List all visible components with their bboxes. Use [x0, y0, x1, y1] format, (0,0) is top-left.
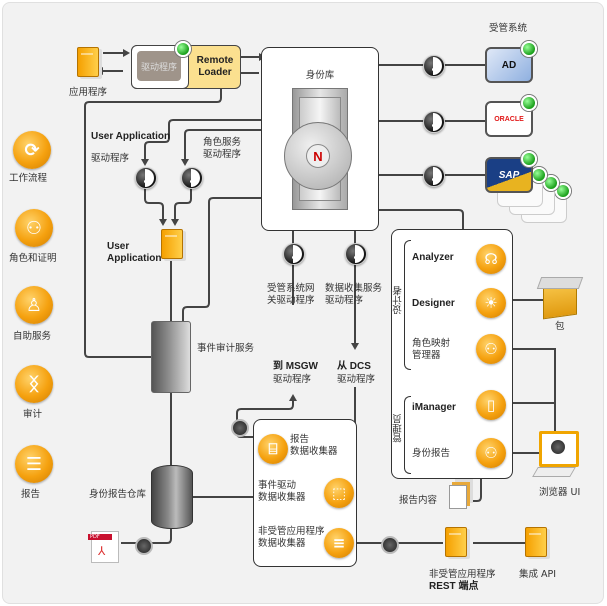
to-msgw-label-en: 到 MSGW	[273, 361, 318, 372]
analyzer-label: Analyzer	[412, 252, 454, 263]
identity-vault-label: 身份库	[305, 70, 335, 81]
admins-group-label: 管理员	[393, 414, 404, 443]
dcs-driver-label: 数据收集服务 驱动程序	[325, 283, 383, 306]
self-service-person-icon[interactable]: ♙	[15, 286, 53, 324]
application-book-icon	[77, 47, 99, 77]
non-managed-collector-label: 非受管应用程序 数据收集器	[258, 526, 325, 549]
role-driver-yinyang-icon[interactable]	[181, 167, 203, 189]
report-document-icon[interactable]: ☰	[15, 445, 53, 483]
managed-systems-title: 受管系统	[489, 23, 528, 34]
workflow-cycle-icon[interactable]: ⟳	[13, 131, 51, 169]
wire-vault-to-role-driver	[184, 129, 261, 161]
driver-label: 驱动程序	[137, 51, 181, 81]
driver-yinyang-icon[interactable]	[423, 55, 445, 77]
vault-wheel-icon: N	[284, 122, 352, 190]
schedule-clock-icon	[135, 537, 153, 555]
status-led	[521, 95, 537, 111]
reporting-warehouse-label: 身份报告仓库	[89, 489, 147, 500]
connector-lines	[84, 49, 556, 544]
status-led	[521, 151, 537, 167]
keyboard-icon	[532, 467, 576, 477]
roles-label: 角色和证明	[9, 253, 57, 264]
wire-loader-to-audit	[84, 87, 222, 358]
from-dcs-label-cn: 驱动程序	[337, 374, 376, 385]
driver-yinyang-icon[interactable]	[423, 165, 445, 187]
status-led	[521, 41, 537, 57]
self-service-label: 自助服务	[13, 331, 52, 342]
report-label: 报告	[21, 489, 41, 500]
status-led	[555, 183, 571, 199]
workflow-label: 工作流程	[9, 173, 48, 184]
integration-api-book-icon	[525, 527, 547, 557]
package-label: 包	[555, 321, 565, 332]
tools-box: 设计者 管理员 Analyzer ☊ Designer ☀ 角色映射 管理器 ⚇…	[391, 229, 513, 479]
user-application-label: User Application	[107, 241, 162, 264]
ua-driver-yinyang-icon[interactable]	[135, 167, 157, 189]
roles-people-icon[interactable]: ⚇	[15, 209, 53, 247]
reporting-collector-label: 报告 数据收集器	[290, 434, 338, 457]
event-audit-server-icon	[151, 321, 191, 393]
report-content-documents-icon	[449, 485, 467, 509]
event-driven-collector-icon[interactable]: ⬚	[324, 478, 354, 508]
identity-reporting-icon[interactable]: ⚇	[476, 438, 506, 468]
schedule-clock-icon	[381, 536, 399, 554]
designer-label: Designer	[412, 298, 455, 309]
role-service-driver-label: 角色服务 驱动程序	[203, 137, 242, 160]
role-mapping-icon[interactable]: ⚇	[476, 334, 506, 364]
designers-bracket	[404, 240, 411, 370]
msgw-driver-label: 受管系统网 关驱动程序	[267, 283, 315, 306]
application-label: 应用程序	[69, 87, 108, 98]
to-msgw-label-cn: 驱动程序	[273, 374, 312, 385]
reporting-warehouse-icon	[151, 465, 193, 529]
rest-endpoint-label-en: REST 端点	[429, 581, 479, 592]
package-lid	[536, 277, 584, 289]
browser-ui-monitor-icon[interactable]	[539, 431, 579, 467]
msgw-yinyang-icon[interactable]	[283, 243, 305, 265]
dcs-yinyang-icon[interactable]	[345, 243, 367, 265]
event-audit-label: 事件审计服务	[197, 343, 255, 354]
novell-logo: N	[306, 144, 330, 168]
reporting-collector-icon[interactable]: ⌸	[258, 434, 288, 464]
schedule-clock-icon	[231, 419, 249, 437]
identity-vault[interactable]: 身份库 N	[261, 47, 379, 231]
imanager-icon[interactable]: ▯	[476, 390, 506, 420]
rest-endpoint-book-icon	[445, 527, 467, 557]
status-led	[543, 175, 559, 191]
admins-bracket	[404, 396, 411, 474]
role-mapping-label: 角色映射 管理器	[412, 338, 451, 361]
ua-driver-label-en: User Application	[91, 131, 171, 142]
identity-reporting-label: 身份报告	[412, 448, 451, 459]
ua-driver-label-cn: 驱动程序	[91, 153, 130, 164]
report-content-label: 报告内容	[399, 495, 438, 506]
integration-api-label: 集成 API	[519, 569, 557, 580]
wire-vault-to-ua-driver	[144, 119, 261, 161]
designers-group-label: 设计者	[393, 286, 404, 315]
audit-label: 审计	[23, 409, 43, 420]
driver-yinyang-icon[interactable]	[423, 111, 445, 133]
designer-bulb-icon[interactable]: ☀	[476, 288, 506, 318]
status-led	[531, 167, 547, 183]
rest-endpoint-label-cn: 非受管应用程序	[429, 569, 496, 580]
event-driven-collector-label: 事件驱动 数据收集器	[258, 480, 306, 503]
remote-loader-label: Remote Loader	[196, 55, 234, 78]
imanager-label: iManager	[412, 402, 456, 413]
analyzer-head-icon[interactable]: ☊	[476, 244, 506, 274]
non-managed-collector-icon[interactable]: ≡	[324, 528, 354, 558]
audit-helix-icon[interactable]: ᛝ	[15, 365, 53, 403]
data-collectors-box: ⌸ 报告 数据收集器 事件驱动 数据收集器 ⬚ 非受管应用程序 数据收集器 ≡	[253, 419, 357, 567]
user-application-book-icon	[161, 229, 183, 259]
browser-ui-label: 浏览器 UI	[539, 487, 581, 498]
wire-vault-to-audit	[182, 197, 261, 321]
status-led	[175, 41, 191, 57]
pdf-document-icon: PDF ⅄	[88, 531, 119, 563]
from-dcs-label-en: 从 DCS	[337, 361, 371, 372]
